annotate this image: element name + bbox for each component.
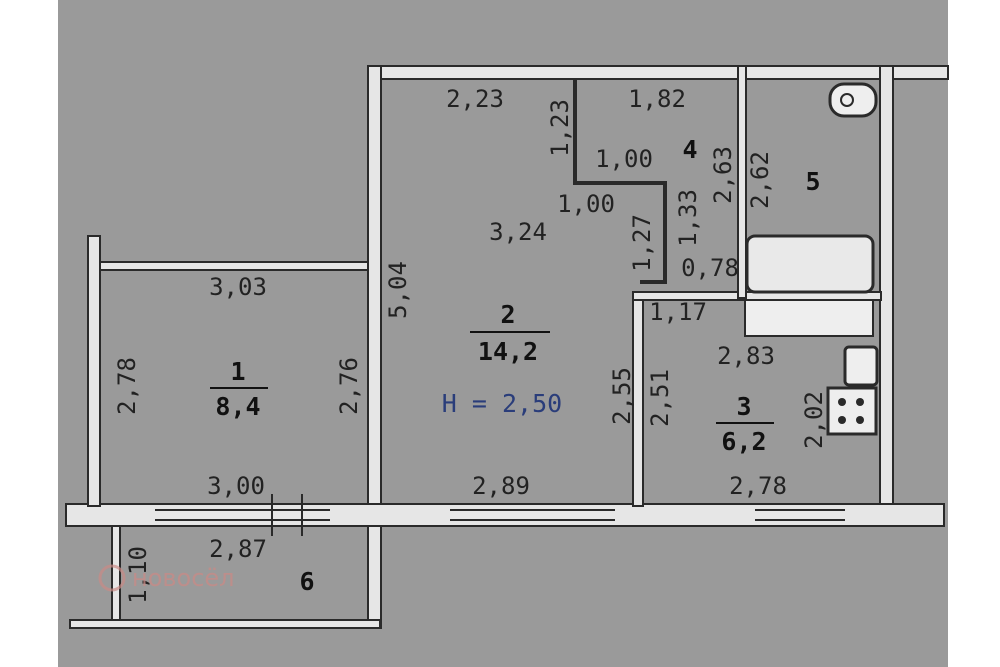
dim-kitchen-entry: 1,17: [649, 298, 707, 326]
room-6-number: 6: [299, 567, 314, 596]
wall-room1-top: [99, 261, 369, 271]
watermark-text: новосёл: [132, 564, 235, 592]
balcony-right: [367, 525, 382, 629]
dim-hall-notch-depth: 1,23: [546, 99, 574, 157]
dim-hall-top-width: 1,82: [628, 85, 686, 113]
balcony-left: [111, 525, 121, 627]
dim-r2-bottom-width: 2,89: [472, 472, 530, 500]
dim-kitchen-left-depth: 2,51: [646, 369, 674, 427]
wall-top: [367, 65, 949, 80]
windows: [155, 494, 845, 536]
dim-r2-width: 3,24: [489, 218, 547, 246]
dim-balcony-width: 2,87: [209, 535, 267, 563]
radiator-icon: [744, 299, 874, 337]
dim-r2-lower-left: 2,55: [608, 367, 636, 425]
dim-balcony-depth: 1,10: [124, 546, 152, 604]
dim-hall-notch-b: 1,00: [557, 190, 615, 218]
wall-right: [879, 65, 894, 507]
toilet-icon: [828, 82, 878, 118]
dim-hall-notch-a: 1,00: [595, 145, 653, 173]
dim-bath-depth: 2,62: [746, 151, 774, 209]
wall-room1-left: [87, 235, 101, 507]
dim-hall-wall-a: 1,27: [628, 214, 656, 272]
room-1-number: 1: [230, 357, 245, 386]
wall-facade: [65, 503, 945, 527]
dim-r2-depth: 5,04: [384, 261, 412, 319]
room-2-area: 14,2: [478, 337, 538, 366]
ceiling-height: H = 2,50: [442, 389, 562, 418]
balcony-bottom: [69, 619, 381, 629]
sink-icon: [843, 345, 879, 387]
dim-hall-depth: 2,63: [709, 146, 737, 204]
room-5-number: 5: [805, 167, 820, 196]
bathtub-icon: [745, 234, 875, 294]
hall-partition: [573, 79, 667, 284]
room-4-number: 4: [682, 135, 697, 164]
dim-r1-top-width: 3,03: [209, 273, 267, 301]
watermark-logo: новосёл: [98, 564, 235, 592]
room-3-area: 6,2: [721, 427, 766, 456]
dim-hall-door-width: 0,78: [681, 254, 739, 282]
dim-kitchen-bottom-width: 2,78: [729, 472, 787, 500]
dim-r1-right-depth: 2,76: [335, 357, 363, 415]
dim-kitchen-top-width: 2,83: [717, 342, 775, 370]
dim-r2-top-width: 2,23: [446, 85, 504, 113]
room-2-number: 2: [500, 300, 515, 329]
wall-bath-left: [737, 65, 747, 299]
dim-r1-left-depth: 2,78: [113, 357, 141, 415]
dim-kitchen-right-depth: 2,02: [800, 391, 828, 449]
dim-r1-bottom-width: 3,00: [207, 472, 265, 500]
wall-room2-left: [367, 65, 382, 507]
dim-hall-wall-b: 1,33: [674, 189, 702, 247]
room-3-number: 3: [736, 392, 751, 421]
room-1-area: 8,4: [215, 392, 260, 421]
stove-icon: [826, 386, 878, 436]
